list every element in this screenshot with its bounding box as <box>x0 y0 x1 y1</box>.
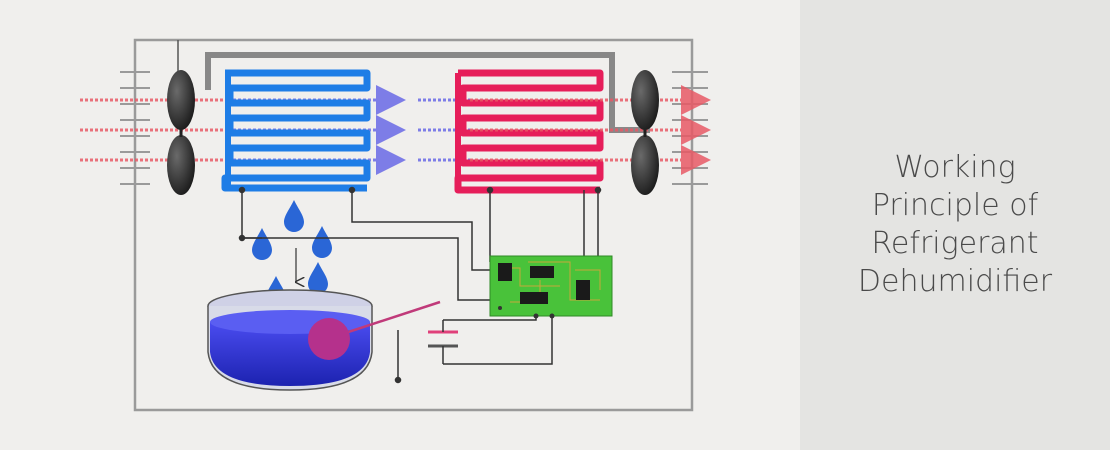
intake-grille <box>120 71 150 185</box>
evaporator-coil <box>221 69 371 192</box>
diagram-svg <box>80 38 711 412</box>
outgoing-airflow-arrows <box>470 85 711 175</box>
caption-line-4: Dehumidifier <box>857 264 1053 299</box>
fan-icon <box>167 70 195 195</box>
diagram-caption: Working Principle of Refrigerant Dehumid… <box>835 149 1075 301</box>
incoming-airflow-arrows <box>80 98 228 162</box>
float-switch-icon <box>308 300 441 360</box>
fan-icon <box>631 70 659 195</box>
exhaust-grille <box>672 71 708 185</box>
dehumidifier-diagram <box>80 38 711 412</box>
caption-line-3: Refrigerant <box>871 226 1039 261</box>
condenser-coil <box>454 69 604 194</box>
control-wiring <box>238 186 602 384</box>
caption-panel: Working Principle of Refrigerant Dehumid… <box>800 0 1110 450</box>
caption-line-1: Working <box>894 150 1016 185</box>
capacitor-icon <box>428 320 458 364</box>
caption-line-2: Principle of <box>871 188 1039 223</box>
circuit-board-icon <box>489 255 613 319</box>
